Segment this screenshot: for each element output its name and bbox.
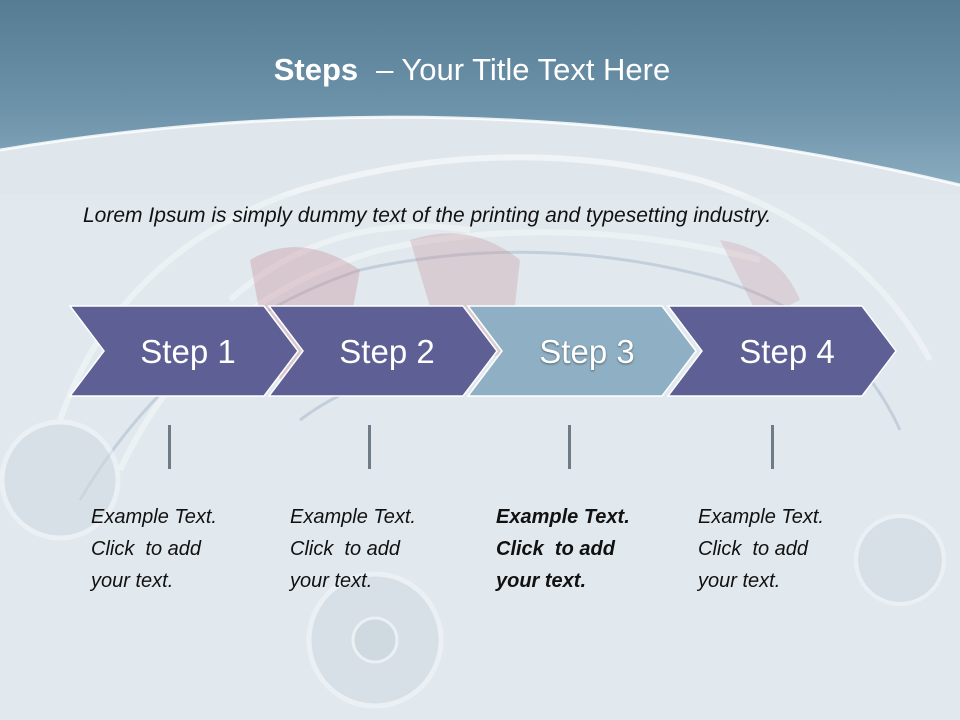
step-4-chevron[interactable] [666,305,897,397]
step-3-description[interactable]: Example Text. Click to add your text. [496,501,676,597]
step-3-connector [568,425,571,469]
title-bold: Steps [273,52,359,87]
step-2-line-2: Click to add [290,538,401,560]
step-4-description[interactable]: Example Text. Click to add your text. [698,501,878,597]
step-4-line-2: Click to add [698,538,809,560]
step-4-line-3: your text. [698,570,781,592]
step-1-connector [168,425,171,469]
step-4-line-1: Example Text. [698,506,824,528]
slide-title: Steps–Your Title Text Here [0,52,944,88]
step-3-line-2: Click to add [496,538,615,560]
step-2-connector [368,425,371,469]
step-2-description[interactable]: Example Text. Click to add your text. [290,501,470,597]
step-3-line-1: Example Text. [496,506,630,528]
intro-text: Lorem Ipsum is simply dummy text of the … [83,204,772,227]
step-1-line-1: Example Text. [91,506,217,528]
step-1-chevron[interactable] [68,305,299,397]
step-1-line-3: your text. [91,570,174,592]
step-3-line-3: your text. [496,570,587,592]
step-3-label: Step 3 [539,333,634,370]
step-3-chevron[interactable] [466,305,697,397]
step-4-connector [771,425,774,469]
step-1-line-2: Click to add [91,538,202,560]
step-2-label: Step 2 [339,333,434,370]
step-1-label: Step 1 [140,333,235,370]
step-1-description[interactable]: Example Text. Click to add your text. [91,501,271,597]
step-4-label: Step 4 [739,333,834,370]
title-text: Your Title Text Here [401,52,671,87]
step-2-line-1: Example Text. [290,506,416,528]
step-2-line-3: your text. [290,570,373,592]
step-2-chevron[interactable] [267,305,498,397]
title-dash: – [376,52,394,87]
